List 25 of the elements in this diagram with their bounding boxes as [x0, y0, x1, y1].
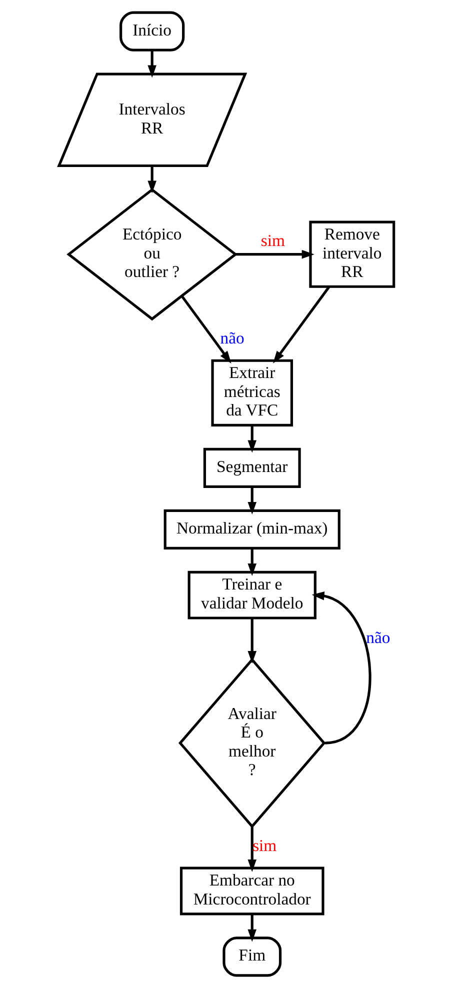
node-diamond: Ectópico ou outlier ? [66, 188, 238, 321]
node-box: Extrair métricas da VFC [211, 359, 294, 427]
arrow [235, 250, 314, 259]
arrow [248, 914, 256, 942]
node-box: Normalizar (min-max) [164, 509, 340, 550]
node-box: Fim [222, 936, 282, 977]
arrow [248, 618, 256, 664]
node-box: Início [120, 11, 185, 52]
arrow [248, 548, 256, 576]
node-diamond: Avaliar É o melhor ? [178, 658, 326, 828]
arrow [248, 486, 256, 515]
arrow [148, 166, 156, 194]
node-box: Embarcar no Microcontrolador [180, 866, 324, 916]
arrow [148, 50, 156, 78]
arrow [180, 295, 232, 364]
node-box: Remove intervalo RR [309, 220, 396, 288]
arrow [312, 591, 372, 744]
arrow [248, 425, 256, 453]
node-box: Treinar e validar Modelo [188, 570, 316, 620]
arrow [248, 826, 256, 872]
edge-label: sim [260, 230, 285, 250]
node-box: Segmentar [203, 448, 301, 488]
edge-label: não [220, 328, 244, 348]
arrow [272, 286, 330, 364]
edge-label: não [366, 628, 390, 647]
